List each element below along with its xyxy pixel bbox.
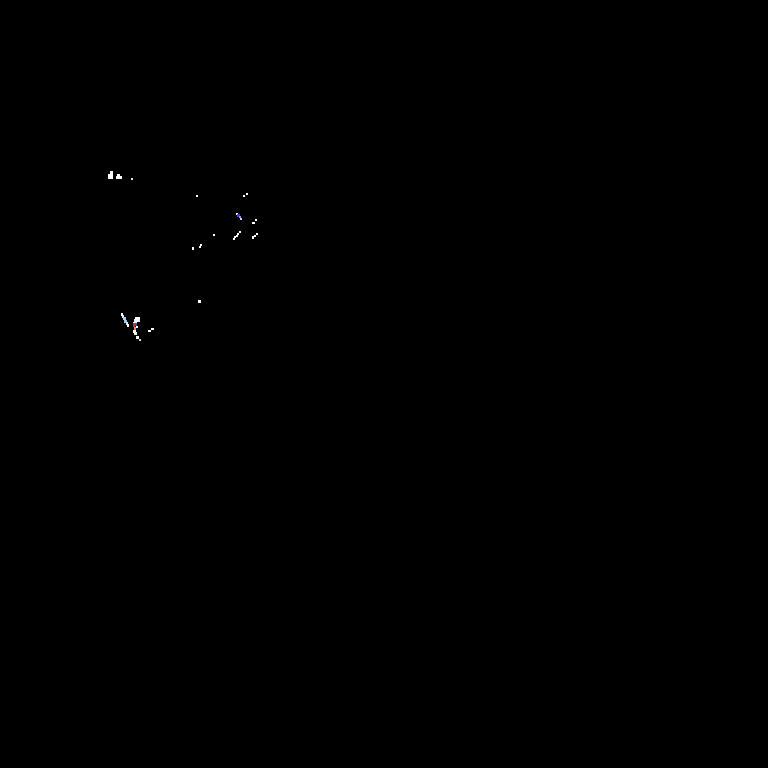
bright-speck-7 (246, 193, 248, 195)
bright-speck-23 (200, 244, 202, 246)
bright-speck-22 (213, 234, 215, 236)
bright-speck-31 (126, 322, 128, 325)
bright-speck-9 (237, 214, 240, 217)
bright-speck-28 (122, 315, 124, 318)
bright-speck-32 (127, 324, 129, 327)
bright-speck-12 (255, 219, 257, 221)
bright-speck-19 (256, 233, 258, 235)
bright-speck-34 (134, 319, 140, 322)
bright-speck-1 (108, 174, 113, 179)
bright-speck-30 (124, 320, 127, 323)
bright-speck-36 (133, 323, 135, 327)
bright-speck-21 (252, 236, 254, 239)
bright-speck-2 (117, 174, 120, 176)
bright-speck-14 (239, 231, 241, 233)
bright-speck-40 (133, 330, 136, 333)
bright-speck-43 (148, 330, 151, 332)
bright-speck-38 (134, 327, 136, 330)
bright-speck-27 (121, 313, 123, 316)
bright-speck-41 (134, 332, 137, 335)
bright-speck-3 (116, 176, 122, 179)
bright-speck-44 (136, 336, 139, 339)
bright-speck-42 (151, 328, 154, 330)
bright-speck-4 (131, 178, 133, 180)
bright-speck-39 (136, 326, 138, 328)
bright-speck-11 (240, 218, 242, 220)
bright-speck-0 (110, 171, 113, 175)
bright-speck-17 (234, 236, 236, 238)
bright-speck-15 (237, 233, 239, 235)
bright-speck-33 (135, 317, 140, 320)
bright-speck-18 (233, 238, 235, 240)
bright-speck-29 (123, 317, 126, 320)
bright-speck-20 (254, 235, 256, 237)
bright-speck-10 (239, 216, 241, 218)
bright-speck-6 (243, 195, 245, 197)
bright-speck-45 (139, 339, 141, 341)
bright-speck-5 (196, 195, 198, 197)
bright-speck-24 (199, 246, 201, 248)
bright-speck-8 (236, 213, 238, 215)
bright-speck-26 (198, 300, 201, 303)
bright-speck-16 (236, 235, 238, 237)
bright-speck-25 (192, 247, 194, 250)
bright-speck-13 (252, 222, 255, 224)
bright-speck-37 (135, 323, 137, 326)
bright-speck-35 (133, 322, 137, 324)
